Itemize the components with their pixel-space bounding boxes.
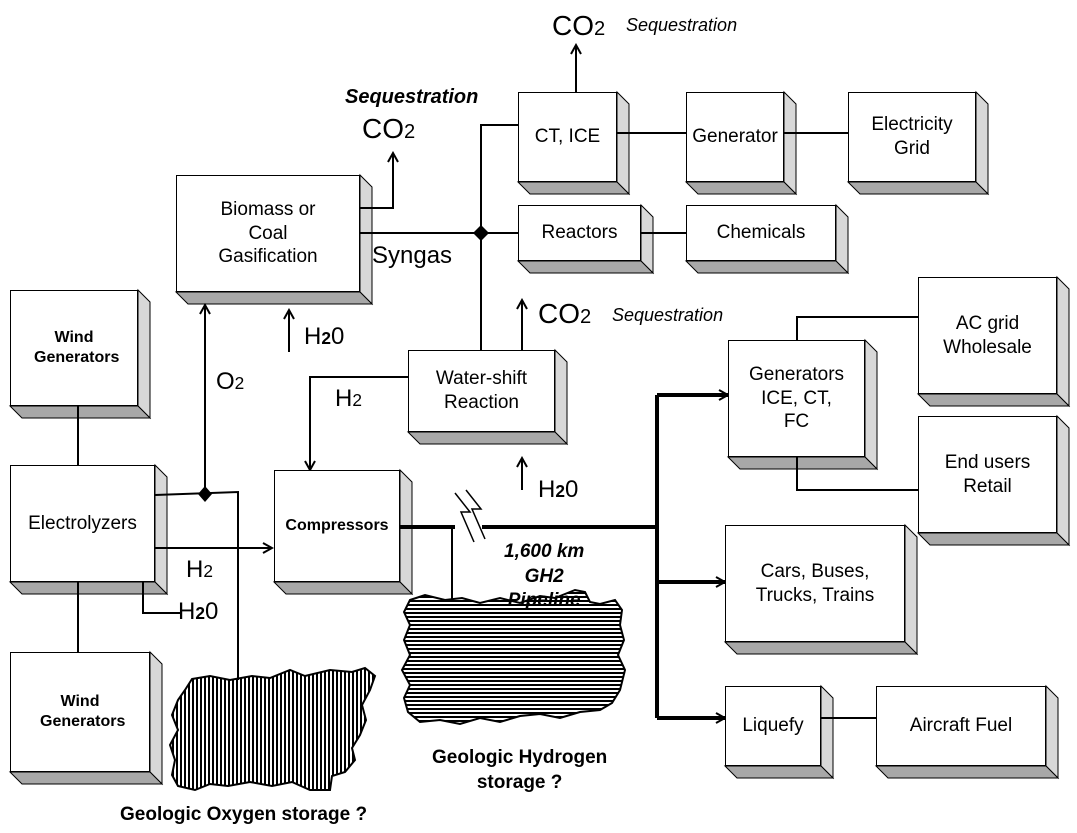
box-bottom-shade: [846, 181, 990, 195]
ac-grid-label-line1: AC grid: [955, 312, 1020, 334]
sequestration-left-label: Sequestration: [345, 86, 479, 108]
end-users-label-line1: End users: [944, 451, 1031, 473]
end-users-box: End users Retail: [918, 416, 1057, 533]
ac-grid-box: AC grid Wholesale: [918, 277, 1057, 394]
electricity-grid-label-line1: Electricity: [871, 114, 953, 136]
ac-grid-label-line2: Wholesale: [943, 336, 1032, 358]
syngas-label: Syngas: [372, 242, 453, 269]
hydrogen-storage-label: Geologic Hydrogen storage ?: [432, 747, 608, 793]
electricity-grid-box: Electricity Grid: [848, 92, 976, 182]
aircraft-fuel-box: Aircraft Fuel: [876, 686, 1046, 766]
chemicals-box: Chemicals: [686, 205, 836, 261]
h2-upper-label: H2: [335, 385, 362, 412]
box-bottom-shade: [916, 532, 1071, 546]
box-bottom-shade: [516, 181, 631, 195]
chemicals-label: Chemicals: [716, 222, 806, 244]
h2o-electrolyzer-label: H20: [178, 598, 219, 625]
generators-multi-label-line2: ICE, CT,: [761, 387, 832, 409]
box-bottom-shade: [174, 291, 374, 305]
vehicles-label-line1: Cars, Buses,: [760, 560, 870, 582]
wind-generators-top-label: Wind Generators: [34, 329, 120, 366]
electrolyzers-box: Electrolyzers: [10, 465, 155, 582]
liquefy-label: Liquefy: [742, 715, 804, 737]
box-bottom-shade: [684, 260, 850, 274]
biomass-gasification-box: Biomass or Coal Gasification: [176, 175, 360, 292]
box-bottom-shade: [684, 181, 798, 195]
box-bottom-shade: [8, 581, 169, 595]
generators-multi-box: Generators ICE, CT, FC: [728, 340, 865, 457]
box-bottom-shade: [516, 260, 655, 274]
box-bottom-shade: [916, 393, 1071, 407]
generators-multi-label-line1: Generators: [748, 363, 845, 385]
biomass-label-line1: Biomass or: [220, 198, 316, 220]
h2o-biomass-label: H20: [304, 323, 345, 350]
box-bottom-shade: [874, 765, 1060, 779]
box-bottom-shade: [8, 405, 152, 419]
box-bottom-shade: [406, 431, 569, 445]
oxygen-storage-label: Geologic Oxygen storage ?: [120, 804, 368, 825]
box-bottom-shade: [723, 765, 835, 779]
hydrogen-storage-blob: [400, 588, 627, 726]
wind-generators-bottom-box: Wind Generators: [10, 652, 150, 772]
co2-top-sequestration: Sequestration: [626, 15, 738, 35]
electrolyzers-label: Electrolyzers: [28, 512, 137, 534]
oxygen-storage-blob: [168, 666, 377, 792]
co2-mid-sequestration: Sequestration: [612, 305, 724, 325]
ct-ice-label: CT, ICE: [534, 126, 601, 148]
liquefy-box: Liquefy: [725, 686, 821, 766]
h2o-shift-label: H20: [538, 476, 579, 503]
aircraft-fuel-label: Aircraft Fuel: [909, 715, 1013, 737]
water-shift-label-line1: Water-shift: [435, 368, 528, 390]
biomass-label-line2: Coal: [248, 222, 288, 244]
ct-ice-box: CT, ICE: [518, 92, 617, 182]
generator-label: Generator: [692, 126, 778, 148]
co2-top-label: CO2: [552, 10, 606, 41]
co2-left-label: CO2: [362, 113, 416, 144]
vehicles-box: Cars, Buses, Trucks, Trains: [725, 525, 905, 642]
h2-lower-label: H2: [186, 556, 213, 583]
biomass-label-line3: Gasification: [218, 246, 318, 268]
electricity-grid-label-line2: Grid: [894, 138, 930, 159]
box-bottom-shade: [272, 581, 414, 595]
pipeline-label: 1,600 km GH2 Pipeline: [504, 541, 585, 612]
box-bottom-shade: [723, 641, 919, 655]
reactors-box: Reactors: [518, 205, 641, 261]
reactors-label: Reactors: [541, 222, 618, 244]
co2-mid-label: CO2: [538, 298, 592, 329]
compressors-box: Compressors: [274, 470, 400, 582]
generator-box: Generator: [686, 92, 784, 182]
o2-label: O2: [216, 368, 245, 395]
generators-multi-label-line3: FC: [783, 411, 810, 433]
end-users-label-line2: Retail: [963, 475, 1012, 497]
box-bottom-shade: [8, 771, 164, 785]
syngas-junction: [473, 225, 489, 241]
wind-generators-top-box: Wind Generators: [10, 290, 138, 406]
water-shift-label-line2: Reaction: [443, 392, 519, 413]
water-shift-box: Water-shift Reaction: [408, 350, 555, 432]
box-bottom-shade: [726, 456, 879, 470]
compressors-label: Compressors: [285, 517, 389, 534]
vehicles-label-line2: Trucks, Trains: [755, 584, 875, 606]
wind-generators-bottom-label: Wind Generators: [40, 693, 126, 730]
oxygen-junction: [198, 486, 212, 502]
